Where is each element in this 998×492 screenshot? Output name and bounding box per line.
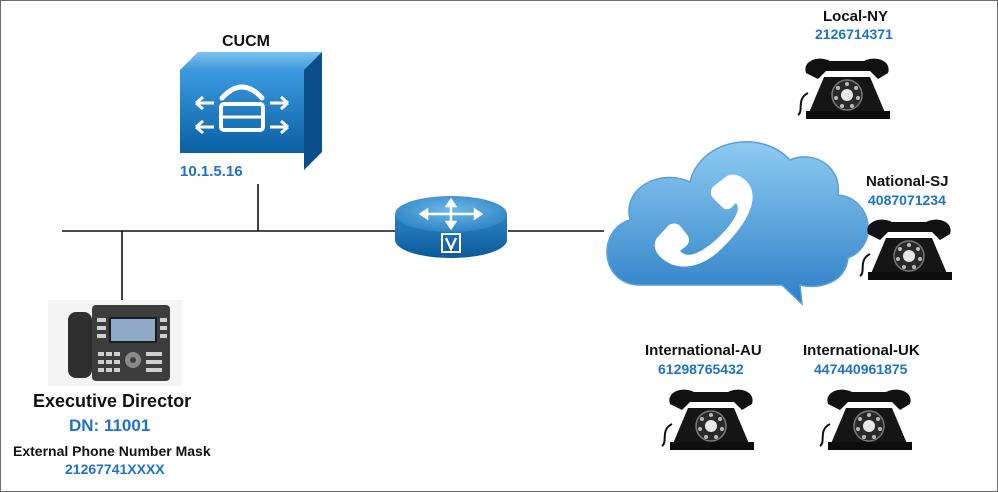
ip-phone-icon: [48, 300, 182, 386]
destination-number-local-ny: 2126714371: [815, 26, 893, 42]
external-mask-label: External Phone Number Mask: [13, 443, 211, 459]
destination-name-international-au: International-AU: [645, 342, 762, 359]
destination-name-local-ny: Local-NY: [823, 8, 889, 25]
call-manager-server-icon: [180, 52, 322, 170]
destination-number-national-sj: 4087071234: [868, 192, 946, 208]
external-mask-value: 21267741XXXX: [65, 461, 165, 477]
connection-lines: [62, 184, 604, 305]
rotary-phone-icon: [859, 219, 952, 280]
cucm-ip-address: 10.1.5.16: [180, 163, 243, 180]
cucm-title: CUCM: [222, 33, 270, 50]
executive-title: Executive Director: [33, 391, 192, 411]
rotary-phone-icon: [797, 58, 890, 119]
destination-name-international-uk: International-UK: [803, 342, 920, 359]
rotary-phone-icon: [819, 389, 912, 450]
rotary-phone-icon: [661, 389, 754, 450]
executive-dn: DN: 11001: [69, 416, 151, 435]
destination-name-national-sj: National-SJ: [866, 173, 949, 190]
destination-number-international-au: 61298765432: [658, 361, 744, 377]
voice-gateway-router-icon: [395, 196, 507, 258]
destination-number-international-uk: 447440961875: [814, 361, 908, 377]
pstn-cloud-icon: [606, 141, 869, 306]
